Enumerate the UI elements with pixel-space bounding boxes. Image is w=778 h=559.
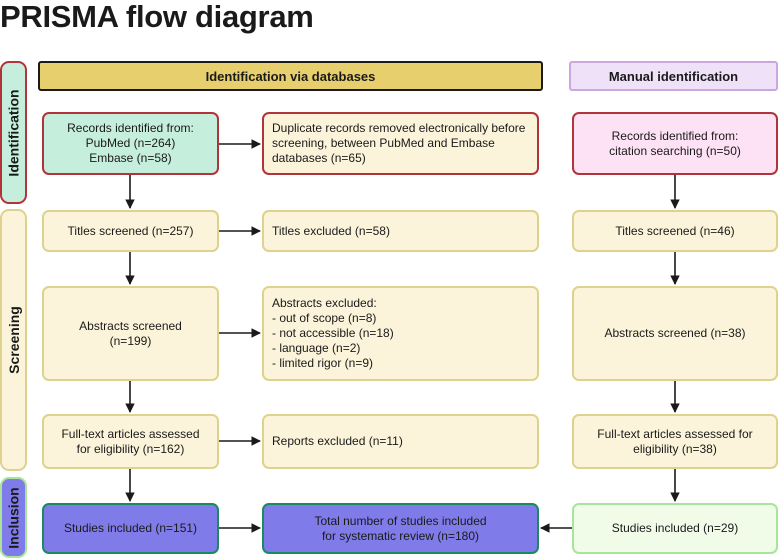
studies-included-manual-box: Studies included (n=29) — [572, 503, 778, 554]
fulltext-assessed-databases-text: Full-text articles assessed for eligibil… — [61, 426, 200, 456]
reports-excluded-text: Reports excluded (n=11) — [272, 434, 403, 448]
records-identified-databases-box: Records identified from: PubMed (n=264) … — [42, 112, 219, 175]
reports-excluded-box: Reports excluded (n=11) — [262, 414, 539, 469]
page-title: PRISMA flow diagram — [0, 0, 314, 34]
abstracts-screened-databases-text: Abstracts screened (n=199) — [79, 318, 182, 348]
fulltext-assessed-manual-box: Full-text articles assessed for eligibil… — [572, 414, 778, 469]
records-identified-manual-box: Records identified from: citation search… — [572, 112, 778, 175]
header-databases-label: Identification via databases — [205, 68, 376, 84]
header-manual-label: Manual identification — [608, 68, 739, 84]
titles-excluded-box: Titles excluded (n=58) — [262, 210, 539, 252]
total-studies-included-text: Total number of studies included for sys… — [314, 513, 487, 543]
records-identified-databases-text: Records identified from: PubMed (n=264) … — [67, 121, 194, 165]
abstracts-screened-databases-box: Abstracts screened (n=199) — [42, 286, 219, 381]
stage-identification: Identification — [0, 61, 27, 204]
duplicates-removed-box: Duplicate records removed electronically… — [262, 112, 539, 175]
duplicates-removed-text: Duplicate records removed electronically… — [272, 121, 526, 165]
header-manual: Manual identification — [569, 61, 778, 91]
fulltext-assessed-databases-box: Full-text articles assessed for eligibil… — [42, 414, 219, 469]
abstracts-excluded-text: Abstracts excluded: - out of scope (n=8)… — [272, 296, 394, 370]
titles-excluded-text: Titles excluded (n=58) — [272, 223, 390, 238]
titles-screened-manual-text: Titles screened (n=46) — [615, 223, 735, 238]
stage-screening: Screening — [0, 209, 27, 471]
total-studies-included-box: Total number of studies included for sys… — [262, 503, 539, 554]
titles-screened-databases-text: Titles screened (n=257) — [67, 223, 194, 238]
abstracts-screened-manual-box: Abstracts screened (n=38) — [572, 286, 778, 381]
abstracts-excluded-box: Abstracts excluded: - out of scope (n=8)… — [262, 286, 539, 381]
studies-included-databases-box: Studies included (n=151) — [42, 503, 219, 554]
header-databases: Identification via databases — [38, 61, 543, 91]
titles-screened-databases-box: Titles screened (n=257) — [42, 210, 219, 252]
records-identified-manual-text: Records identified from: citation search… — [609, 128, 741, 158]
studies-included-databases-text: Studies included (n=151) — [63, 521, 198, 535]
fulltext-assessed-manual-text: Full-text articles assessed for eligibil… — [597, 426, 753, 456]
titles-screened-manual-box: Titles screened (n=46) — [572, 210, 778, 252]
studies-included-manual-text: Studies included (n=29) — [611, 521, 739, 535]
abstracts-screened-manual-text: Abstracts screened (n=38) — [604, 326, 746, 340]
stage-inclusion: Inclusion — [0, 477, 27, 558]
